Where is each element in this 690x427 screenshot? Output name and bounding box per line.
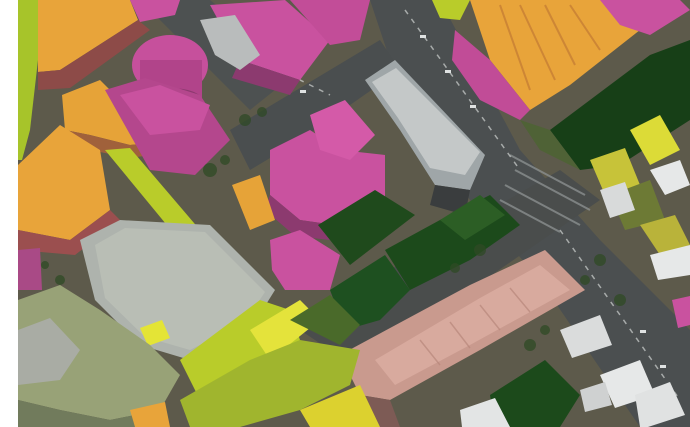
building-magenta-left-sliver bbox=[18, 248, 42, 290]
building-grey-center-top bbox=[372, 68, 480, 175]
left-green-strip bbox=[18, 0, 42, 160]
house-white-right-1 bbox=[650, 160, 690, 195]
dark-green-mid-2 bbox=[330, 255, 410, 330]
house-white-bottom-1 bbox=[560, 315, 612, 358]
tree-canopy bbox=[41, 107, 626, 351]
dark-green-center bbox=[318, 190, 415, 265]
left-margin bbox=[0, 0, 18, 427]
building-orange-left-lower bbox=[18, 125, 110, 240]
olive-topright bbox=[520, 120, 580, 170]
green-lower-big bbox=[180, 340, 360, 427]
building-magenta-topright-side bbox=[452, 30, 530, 120]
building-magenta-tall-top-side bbox=[232, 60, 300, 95]
building-orange-topleft-side bbox=[38, 20, 150, 90]
building-magenta-center-top bbox=[310, 100, 375, 160]
building-magenta-topright bbox=[600, 0, 690, 35]
building-magenta-mid-left-top bbox=[120, 85, 210, 135]
building-grey-top-small bbox=[200, 15, 260, 70]
cross-road bbox=[230, 40, 400, 170]
building-orange-topright-ridges bbox=[499, 4, 601, 91]
dark-green-mid-3 bbox=[440, 195, 505, 240]
building-magenta-center-side bbox=[265, 195, 335, 240]
building-orange-bottom-small bbox=[130, 402, 170, 427]
house-white-bottom-3 bbox=[635, 382, 685, 427]
building-magenta-lower-small bbox=[270, 230, 340, 290]
green-strip-mid bbox=[105, 148, 200, 235]
building-orange-topleft bbox=[38, 0, 138, 72]
building-salmon-long-top bbox=[375, 265, 570, 385]
building-white-bottom bbox=[460, 398, 510, 427]
yellow-bottom-band bbox=[300, 385, 380, 427]
building-olive-lower-left bbox=[18, 285, 180, 420]
yellow-right-1 bbox=[630, 115, 680, 165]
roof-yellow-element bbox=[140, 320, 170, 346]
road-vehicles bbox=[300, 35, 666, 368]
building-grey-large-top bbox=[95, 228, 265, 350]
yellow-right-3 bbox=[640, 215, 690, 255]
dark-green-bottom-right bbox=[490, 360, 580, 427]
house-white-right-2 bbox=[600, 182, 635, 218]
building-chartreuse-topright bbox=[432, 0, 470, 20]
building-orange-left-lower-side bbox=[18, 210, 120, 255]
yellow-right-2 bbox=[590, 148, 640, 195]
building-grey-lower-left bbox=[18, 318, 80, 385]
rail-lines bbox=[499, 154, 591, 233]
house-white-right-3 bbox=[650, 245, 690, 280]
building-orange-topright bbox=[470, 0, 640, 110]
olive-lower-patch bbox=[290, 295, 360, 345]
building-salmon-ridges bbox=[419, 287, 531, 366]
building-magenta-top-right bbox=[290, 0, 370, 45]
building-orange-small-center bbox=[232, 175, 275, 230]
house-magenta-right bbox=[672, 296, 690, 328]
building-olive-lower-left-side bbox=[18, 400, 165, 427]
building-magenta-top-small bbox=[130, 0, 180, 22]
house-white-bottom-4 bbox=[580, 382, 612, 412]
